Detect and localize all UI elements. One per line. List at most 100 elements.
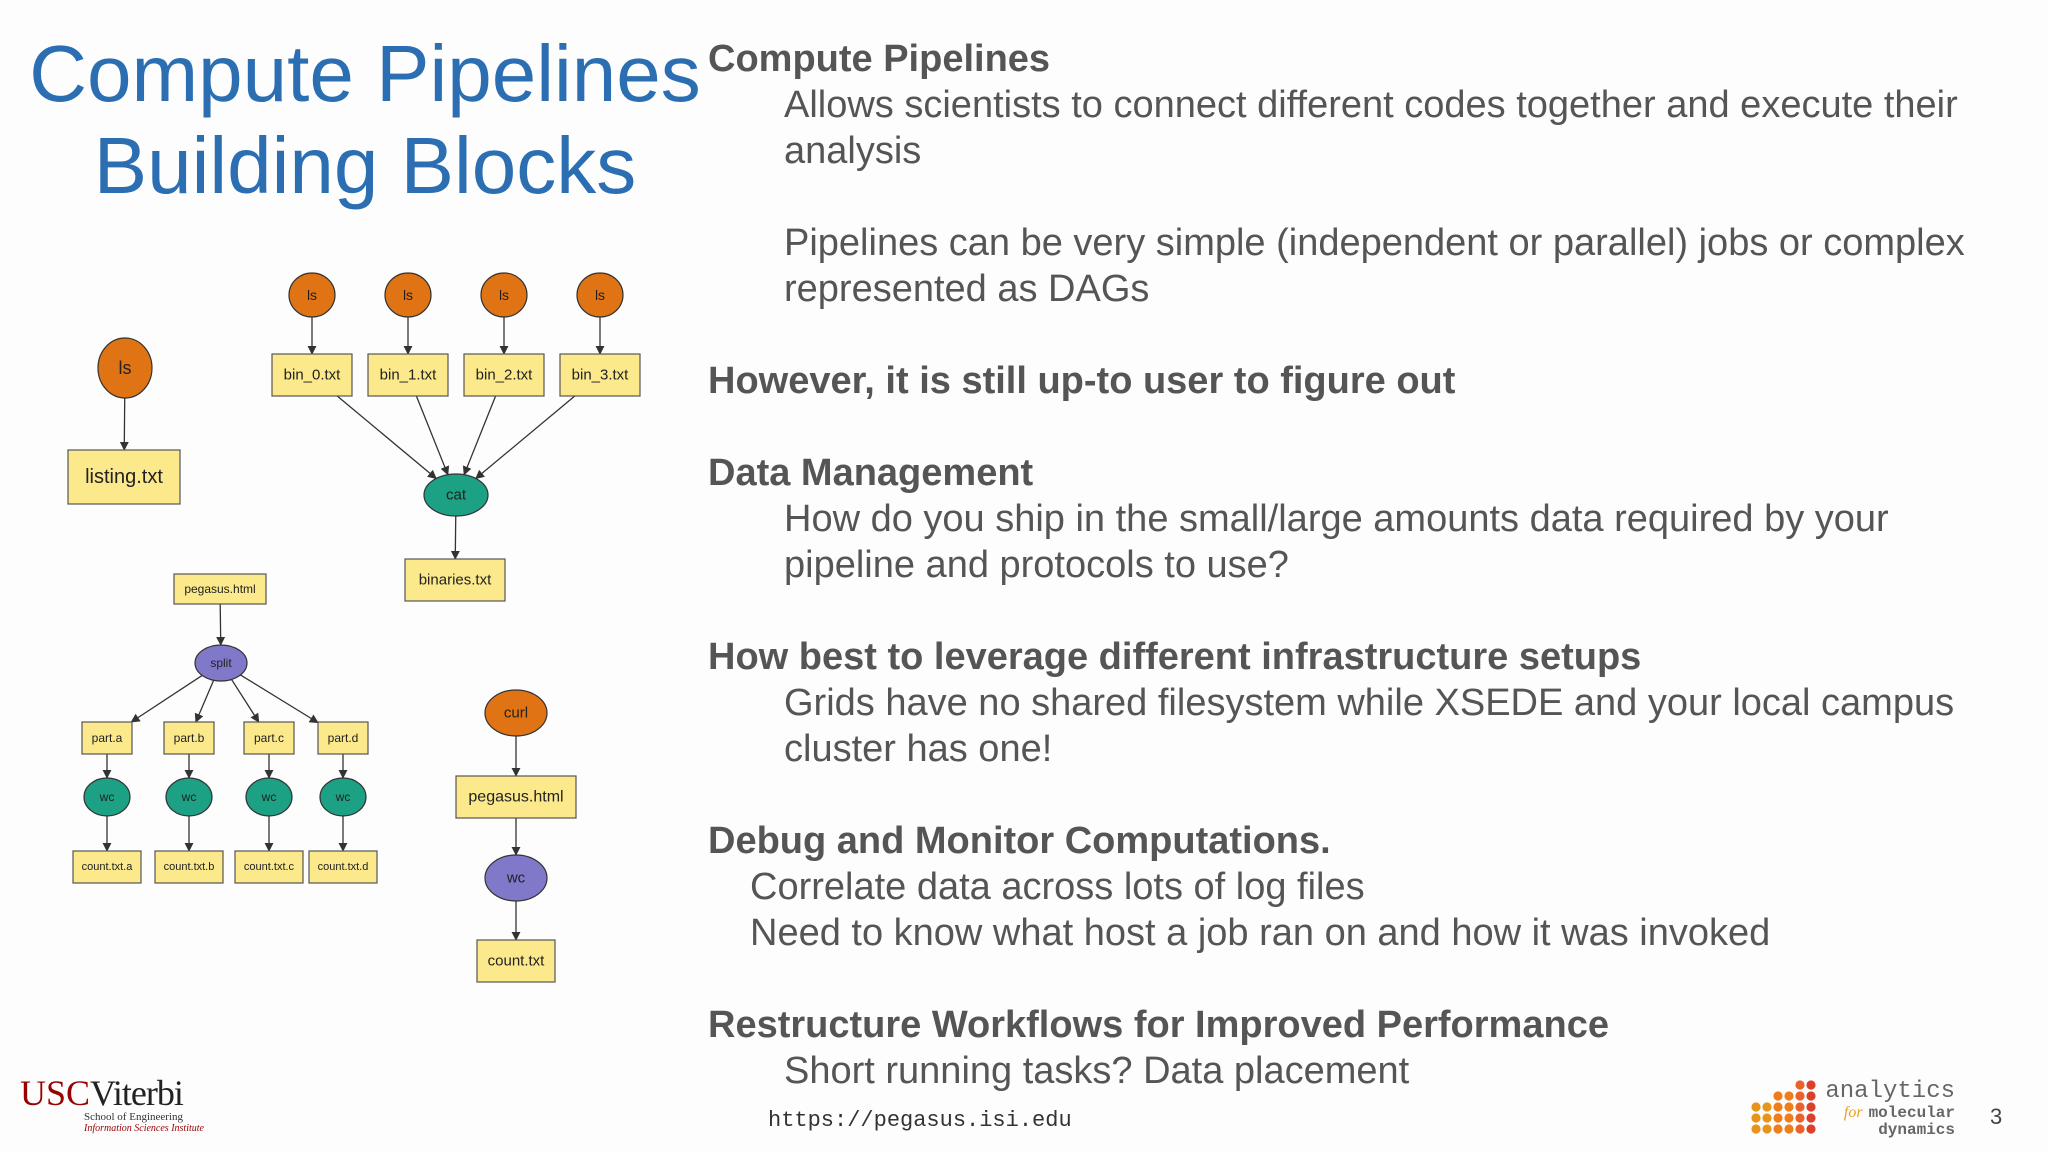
section-heading: Compute Pipelines: [708, 38, 1051, 80]
svg-text:part.d: part.d: [328, 731, 359, 745]
amd-dots-icon: [1751, 1080, 1816, 1134]
svg-text:ls: ls: [595, 287, 605, 303]
diagram-edge: [336, 395, 437, 480]
svg-text:part.b: part.b: [174, 731, 205, 745]
svg-text:bin_3.txt: bin_3.txt: [572, 367, 630, 384]
footer-url[interactable]: https://pegasus.isi.edu: [768, 1108, 1072, 1133]
count-txt-file-node: count.txt: [476, 939, 556, 983]
svg-text:ls: ls: [403, 287, 413, 303]
ls-job-node: ls: [576, 272, 624, 318]
svg-text:listing.txt: listing.txt: [85, 466, 163, 488]
svg-text:ls: ls: [307, 287, 317, 303]
section-heading: Data Management: [708, 452, 1034, 494]
svg-text:count.txt: count.txt: [488, 953, 546, 970]
section-infrastructure: How best to leverage different infrastru…: [708, 634, 2028, 772]
svg-text:count.txt.c: count.txt.c: [244, 861, 295, 873]
diagram-edge: [230, 679, 260, 723]
count-txt-c-file-node: count.txt.c: [234, 850, 304, 884]
diagram-edge: [194, 680, 215, 723]
section-paragraph: Allows scientists to connect different c…: [784, 84, 1958, 172]
svg-text:wc: wc: [99, 790, 115, 804]
section-compute-pipelines: Compute Pipelines Allows scientists to c…: [708, 36, 2028, 312]
section-paragraph: Need to know what host a job ran on and …: [750, 912, 1771, 954]
svg-text:ls: ls: [119, 358, 132, 378]
section-paragraph: Grids have no shared filesystem while XS…: [784, 682, 1955, 770]
svg-text:bin_0.txt: bin_0.txt: [284, 367, 342, 384]
svg-text:split: split: [210, 656, 232, 670]
diagram-edge: [415, 395, 450, 476]
part-b-file-node: part.b: [163, 721, 215, 755]
ls-job-node: ls: [384, 272, 432, 318]
pegasus-html-file-node: pegasus.html: [173, 573, 267, 605]
section-however: However, it is still up-to user to figur…: [708, 358, 2028, 404]
section-paragraph: Correlate data across lots of log files: [750, 866, 1365, 908]
part-d-file-node: part.d: [317, 721, 369, 755]
wc-job-node: wc: [484, 854, 548, 902]
ls-job-node: ls: [97, 337, 153, 399]
svg-text:count.txt.d: count.txt.d: [318, 861, 369, 873]
diagram-edge: [450, 515, 460, 560]
bin-0-txt-file-node: bin_0.txt: [271, 353, 353, 397]
listing-txt-file-node: listing.txt: [67, 449, 181, 505]
svg-text:count.txt.a: count.txt.a: [82, 861, 134, 873]
svg-text:pegasus.html: pegasus.html: [184, 582, 255, 596]
page-number: 3: [1990, 1104, 2003, 1129]
diagram-edges: [102, 317, 605, 941]
ls-job-node: ls: [480, 272, 528, 318]
wc-job-node: wc: [245, 777, 293, 817]
svg-text:binaries.txt: binaries.txt: [419, 572, 492, 589]
svg-text:wc: wc: [261, 790, 277, 804]
svg-text:count.txt.b: count.txt.b: [164, 861, 215, 873]
section-paragraph: Short running tasks? Data placement: [784, 1050, 1410, 1092]
part-a-file-node: part.a: [81, 721, 133, 755]
section-paragraph: Pipelines can be very simple (independen…: [784, 222, 1965, 310]
diagram-edge: [462, 395, 497, 476]
count-txt-d-file-node: count.txt.d: [308, 850, 378, 884]
svg-text:curl: curl: [504, 705, 528, 722]
svg-text:pegasus.html: pegasus.html: [468, 789, 563, 806]
svg-text:bin_1.txt: bin_1.txt: [380, 367, 438, 384]
svg-text:part.a: part.a: [92, 731, 123, 745]
svg-text:wc: wc: [335, 790, 351, 804]
diagram-edge: [130, 674, 203, 723]
diagram-nodes: ls listing.txt ls bin_0.txt ls bin_1.txt ls bin…: [67, 272, 641, 983]
slide-title-line-1: Compute Pipelines: [29, 29, 701, 118]
diagram-edge: [216, 603, 226, 646]
slide-title: Compute Pipelines Building Blocks: [20, 28, 710, 212]
bin-2-txt-file-node: bin_2.txt: [463, 353, 545, 397]
ls-job-node: ls: [288, 272, 336, 318]
pegasus-html-file-node: pegasus.html: [455, 775, 577, 819]
section-heading: Debug and Monitor Computations.: [708, 820, 1331, 862]
svg-text:ls: ls: [499, 287, 509, 303]
cat-job-node: cat: [423, 473, 489, 517]
usc-viterbi-logo: USCViterbi School of Engineering Informa…: [20, 1073, 204, 1134]
wc-job-node: wc: [83, 777, 131, 817]
section-data-management: Data Management How do you ship in the s…: [708, 450, 2028, 588]
section-heading: However, it is still up-to user to figur…: [708, 360, 1456, 402]
workflow-diagram: ls listing.txt ls bin_0.txt ls bin_1.txt ls bin…: [67, 272, 641, 983]
wc-job-node: wc: [319, 777, 367, 817]
section-restructure: Restructure Workflows for Improved Perfo…: [708, 1002, 2028, 1094]
count-txt-a-file-node: count.txt.a: [72, 850, 142, 884]
bin-3-txt-file-node: bin_3.txt: [559, 353, 641, 397]
curl-job-node: curl: [484, 689, 548, 737]
part-c-file-node: part.c: [243, 721, 295, 755]
count-txt-b-file-node: count.txt.b: [154, 850, 224, 884]
binaries-txt-file-node: binaries.txt: [404, 558, 506, 602]
slide-title-line-2: Building Blocks: [93, 121, 637, 210]
section-heading: Restructure Workflows for Improved Perfo…: [708, 1004, 1609, 1046]
split-job-node: split: [194, 644, 248, 682]
wc-job-node: wc: [165, 777, 213, 817]
diagram-edge: [240, 674, 319, 724]
diagram-edge: [475, 395, 576, 480]
section-paragraph: How do you ship in the small/large amoun…: [784, 498, 1889, 586]
bin-1-txt-file-node: bin_1.txt: [367, 353, 449, 397]
svg-text:wc: wc: [181, 790, 197, 804]
text-column: Compute Pipelines Allows scientists to c…: [708, 36, 2028, 1140]
section-heading: How best to leverage different infrastru…: [708, 636, 1642, 678]
svg-text:part.c: part.c: [254, 731, 284, 745]
svg-text:wc: wc: [506, 870, 526, 887]
svg-text:bin_2.txt: bin_2.txt: [476, 367, 534, 384]
svg-text:cat: cat: [446, 487, 467, 504]
